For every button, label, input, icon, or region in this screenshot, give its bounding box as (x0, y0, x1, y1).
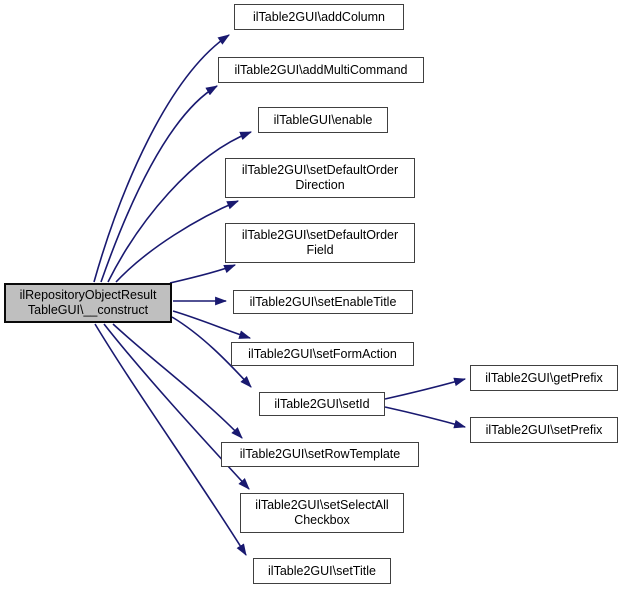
edge-construct-setTitle (94, 323, 247, 556)
edge-construct-enable (107, 131, 253, 283)
node-iltable2gui-setdefaultorderdirection[interactable]: ilTable2GUI\setDefaultOrder Direction (225, 158, 415, 198)
node-iltablegui-enable[interactable]: ilTableGUI\enable (258, 107, 388, 133)
node-iltable2gui-settitle[interactable]: ilTable2GUI\setTitle (253, 558, 391, 584)
edge-construct-setId (171, 316, 252, 388)
node-iltable2gui-setdefaultorderfield[interactable]: ilTable2GUI\setDefaultOrder Field (225, 223, 415, 263)
node-iltable2gui-setprefix[interactable]: ilTable2GUI\setPrefix (470, 417, 618, 443)
node-iltable2gui-setselectallcheckbox[interactable]: ilTable2GUI\setSelectAll Checkbox (240, 493, 404, 533)
node-iltable2gui-setformaction[interactable]: ilTable2GUI\setFormAction (231, 342, 414, 366)
node-iltable2gui-setrowtemplate[interactable]: ilTable2GUI\setRowTemplate (221, 442, 419, 467)
edge-setId-setPrefix (384, 406, 467, 429)
node-iltable2gui-addcolumn[interactable]: ilTable2GUI\addColumn (234, 4, 404, 30)
node-iltable2gui-addmulticommand[interactable]: ilTable2GUI\addMultiCommand (218, 57, 424, 83)
edge-construct-addMultiCommand (100, 85, 218, 283)
node-ilrepositoryobjectresulttablegui-construct: ilRepositoryObjectResult TableGUI\__cons… (4, 283, 172, 323)
edge-construct-setDefaultOrderField (169, 264, 237, 284)
node-iltable2gui-getprefix[interactable]: ilTable2GUI\getPrefix (470, 365, 618, 391)
node-iltable2gui-setid[interactable]: ilTable2GUI\setId (259, 392, 385, 416)
edge-construct-setFormAction (172, 310, 252, 339)
edge-construct-addColumn (93, 34, 230, 283)
edge-setId-getPrefix (384, 377, 467, 400)
edge-construct-setDefaultOrderDirection (115, 200, 240, 283)
edge-construct-setSelectAllCheckbox (103, 323, 250, 490)
edge-construct-setRowTemplate (112, 323, 243, 439)
node-iltable2gui-setenabletitle[interactable]: ilTable2GUI\setEnableTitle (233, 290, 413, 314)
